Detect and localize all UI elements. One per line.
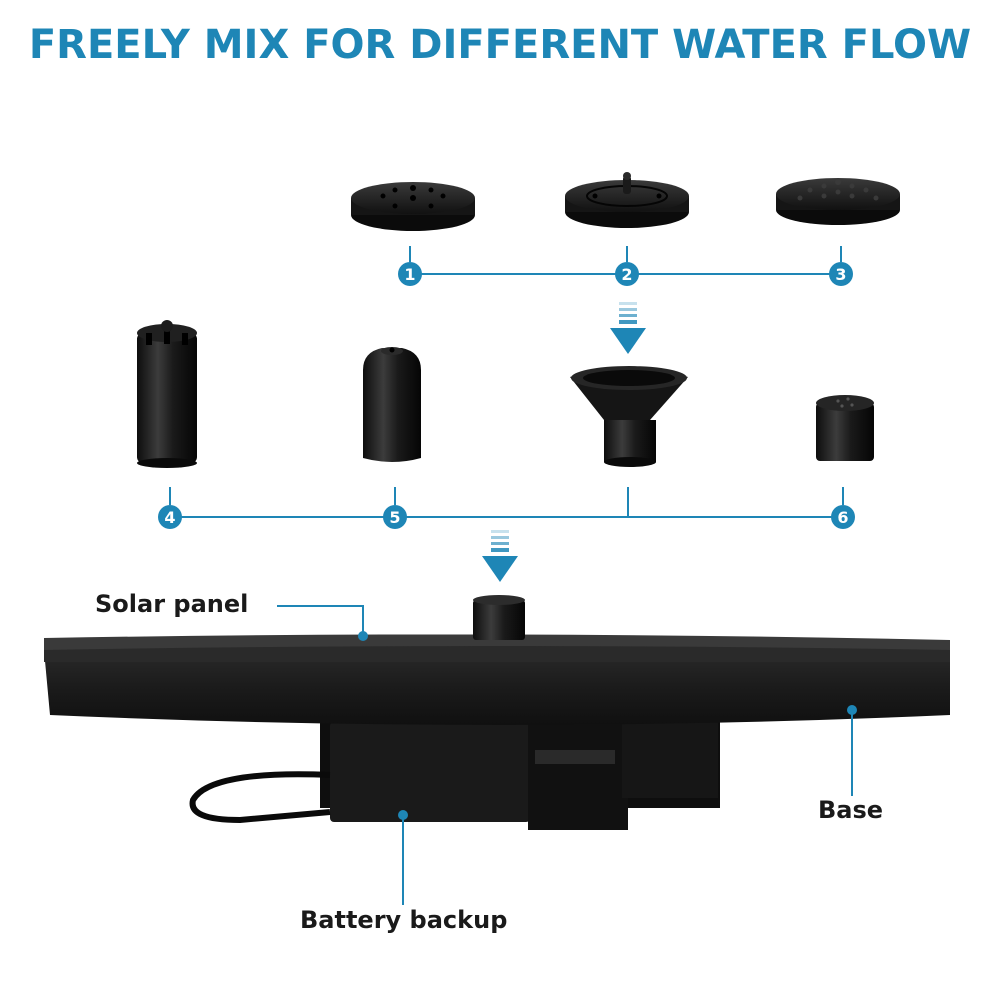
nozzle-4 — [137, 320, 197, 468]
nozzle-disk-2 — [565, 172, 689, 228]
svg-text:4: 4 — [164, 508, 175, 527]
nozzle-funnel — [570, 366, 688, 467]
nozzle-disk-1 — [351, 182, 475, 231]
number-badge-4: 4 — [158, 505, 182, 529]
svg-text:2: 2 — [621, 265, 632, 284]
nozzle-5 — [363, 347, 421, 462]
number-badge-2: 2 — [615, 262, 639, 286]
nozzle-disk-3 — [776, 178, 900, 225]
number-badge-6: 6 — [831, 505, 855, 529]
down-arrow-icon — [482, 530, 518, 582]
svg-text:1: 1 — [404, 265, 415, 284]
svg-text:3: 3 — [835, 265, 846, 284]
callout-lines — [277, 605, 853, 905]
down-arrow-icon — [610, 302, 646, 354]
svg-text:5: 5 — [389, 508, 400, 527]
nozzle-6 — [816, 395, 874, 461]
number-badge-5: 5 — [383, 505, 407, 529]
headline: FREELY MIX FOR DIFFERENT WATER FLOW — [28, 22, 972, 68]
solar-panel-label: Solar panel — [95, 590, 249, 618]
battery-backup-label: Battery backup — [300, 906, 508, 934]
callout-dot-base — [847, 705, 857, 715]
svg-text:6: 6 — [837, 508, 848, 527]
callout-dot-solar — [358, 631, 368, 641]
fountain-base — [44, 595, 950, 830]
callout-dot-battery — [398, 810, 408, 820]
connector-row-2 — [169, 487, 844, 518]
number-badge-3: 3 — [829, 262, 853, 286]
base-label: Base — [818, 796, 884, 824]
number-badge-1: 1 — [398, 262, 422, 286]
